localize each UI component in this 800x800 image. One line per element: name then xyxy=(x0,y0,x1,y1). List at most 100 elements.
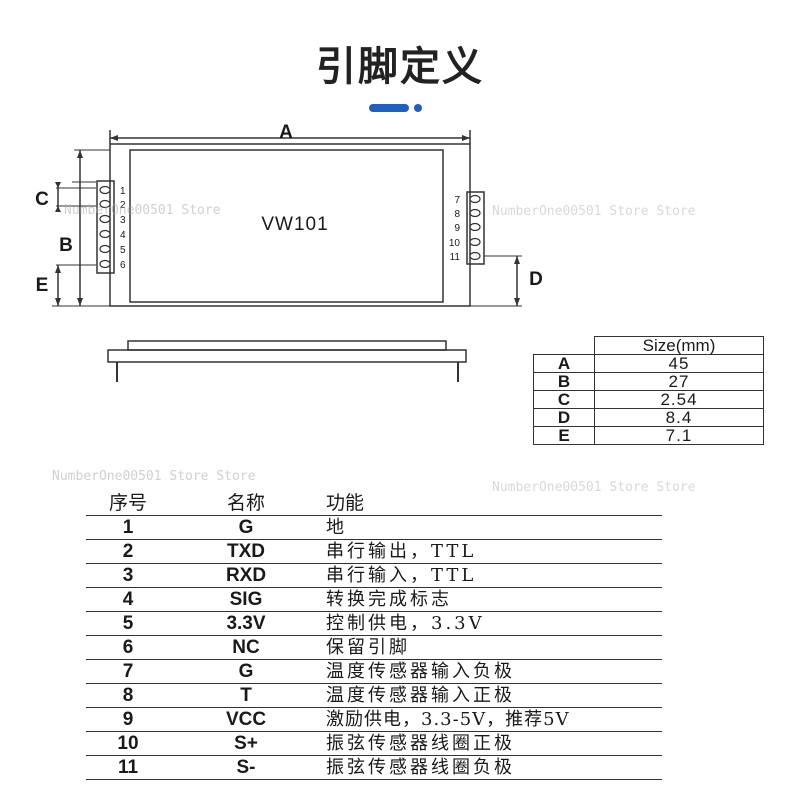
module-diagram: VW101 A B C D E 1 2 3 4 5 6 7 8 9 10 11 xyxy=(35,122,543,382)
pin-hole-8 xyxy=(469,208,481,218)
pin-no: 11 xyxy=(86,755,170,780)
pin-func: 串行输出，TTL xyxy=(322,539,662,564)
pin-name: G xyxy=(170,515,322,540)
pin-no: 8 xyxy=(86,683,170,708)
size-table: Size(mm) A 45 B 27 C 2.54 D 8.4 E 7.1 xyxy=(533,336,764,445)
pin-func: 振弦传感器线圈负极 xyxy=(322,755,662,780)
pin-func: 地 xyxy=(322,515,662,540)
watermark: NumberOne00501 Store Store xyxy=(52,469,256,484)
pin-name: SIG xyxy=(170,587,322,612)
dim-label-d: D xyxy=(529,269,543,290)
pin-name: S+ xyxy=(170,731,322,756)
pin-hole-4 xyxy=(99,229,111,239)
pin-hole-7 xyxy=(469,194,481,204)
size-key: D xyxy=(533,408,595,427)
right-pin-number: 8 xyxy=(454,209,460,220)
size-table-header: Size(mm) xyxy=(594,336,764,355)
size-value: 45 xyxy=(594,354,764,373)
dim-label-a: A xyxy=(279,122,293,143)
page-title: 引脚定义 xyxy=(316,44,484,90)
pin-func: 温度传感器输入正极 xyxy=(322,683,662,708)
size-row: B 27 xyxy=(533,372,764,391)
pin-no: 2 xyxy=(86,539,170,564)
pin-no: 5 xyxy=(86,611,170,636)
pin-no: 7 xyxy=(86,659,170,684)
pin-func: 激励供电，3.3-5V，推荐5V xyxy=(322,707,662,732)
pin-func: 串行输入，TTL xyxy=(322,563,662,588)
side-view-board xyxy=(107,349,467,363)
pin-func: 保留引脚 xyxy=(322,635,662,660)
pin-table-header-row: 序号 名称 功能 xyxy=(86,488,662,516)
pin-name: G xyxy=(170,659,322,684)
pin-hole-11 xyxy=(469,251,481,261)
right-pin-number: 10 xyxy=(449,238,461,249)
pin-hole-2 xyxy=(99,199,111,209)
pin-no: 3 xyxy=(86,563,170,588)
size-key: C xyxy=(533,390,595,409)
module-outline xyxy=(109,143,471,307)
pin-no: 10 xyxy=(86,731,170,756)
pin-hole-1 xyxy=(99,185,111,195)
right-pin-number: 11 xyxy=(450,252,461,263)
pin-hole-5 xyxy=(99,244,111,254)
pin-name: NC xyxy=(170,635,322,660)
pin-hole-6 xyxy=(99,259,111,269)
side-view-top xyxy=(127,340,447,351)
size-value: 7.1 xyxy=(594,426,764,445)
pin-name: RXD xyxy=(170,563,322,588)
size-value: 2.54 xyxy=(594,390,764,409)
left-pin-number: 5 xyxy=(120,245,126,256)
size-row: E 7.1 xyxy=(533,426,764,445)
left-pin-number: 4 xyxy=(120,230,126,241)
size-row: C 2.54 xyxy=(533,390,764,409)
pin-name: TXD xyxy=(170,539,322,564)
size-row: A 45 xyxy=(533,354,764,373)
size-row: D 8.4 xyxy=(533,408,764,427)
pin-func: 控制供电，3.3V xyxy=(322,611,662,636)
pin-name: VCC xyxy=(170,707,322,732)
header-func: 功能 xyxy=(322,488,662,516)
pin-hole-3 xyxy=(99,214,111,224)
pin-no: 4 xyxy=(86,587,170,612)
module-label: VW101 xyxy=(261,214,328,235)
pin-func: 转换完成标志 xyxy=(322,587,662,612)
left-pin-number: 3 xyxy=(120,215,126,226)
left-pin-number: 6 xyxy=(120,260,126,271)
title-underline-bar xyxy=(369,104,409,112)
left-pin-number: 1 xyxy=(120,186,126,197)
header-name: 名称 xyxy=(170,488,322,516)
pin-no: 1 xyxy=(86,515,170,540)
dim-label-c: C xyxy=(35,189,49,210)
size-value: 27 xyxy=(594,372,764,391)
header-no: 序号 xyxy=(86,488,170,516)
left-pin-header xyxy=(96,180,115,274)
left-pin-number: 2 xyxy=(120,200,126,211)
pin-name: 3.3V xyxy=(170,611,322,636)
pin-no: 6 xyxy=(86,635,170,660)
size-key: A xyxy=(533,354,595,373)
size-key: B xyxy=(533,372,595,391)
size-key: E xyxy=(533,426,595,445)
title-underline-dot xyxy=(414,104,422,112)
pin-func: 温度传感器输入负极 xyxy=(322,659,662,684)
right-pin-number: 7 xyxy=(454,195,460,206)
pin-hole-10 xyxy=(469,237,481,247)
pin-hole-9 xyxy=(469,222,481,232)
module-inner-board xyxy=(129,149,444,303)
right-pin-header xyxy=(466,191,485,265)
size-value: 8.4 xyxy=(594,408,764,427)
pin-name: S- xyxy=(170,755,322,780)
pin-name: T xyxy=(170,683,322,708)
